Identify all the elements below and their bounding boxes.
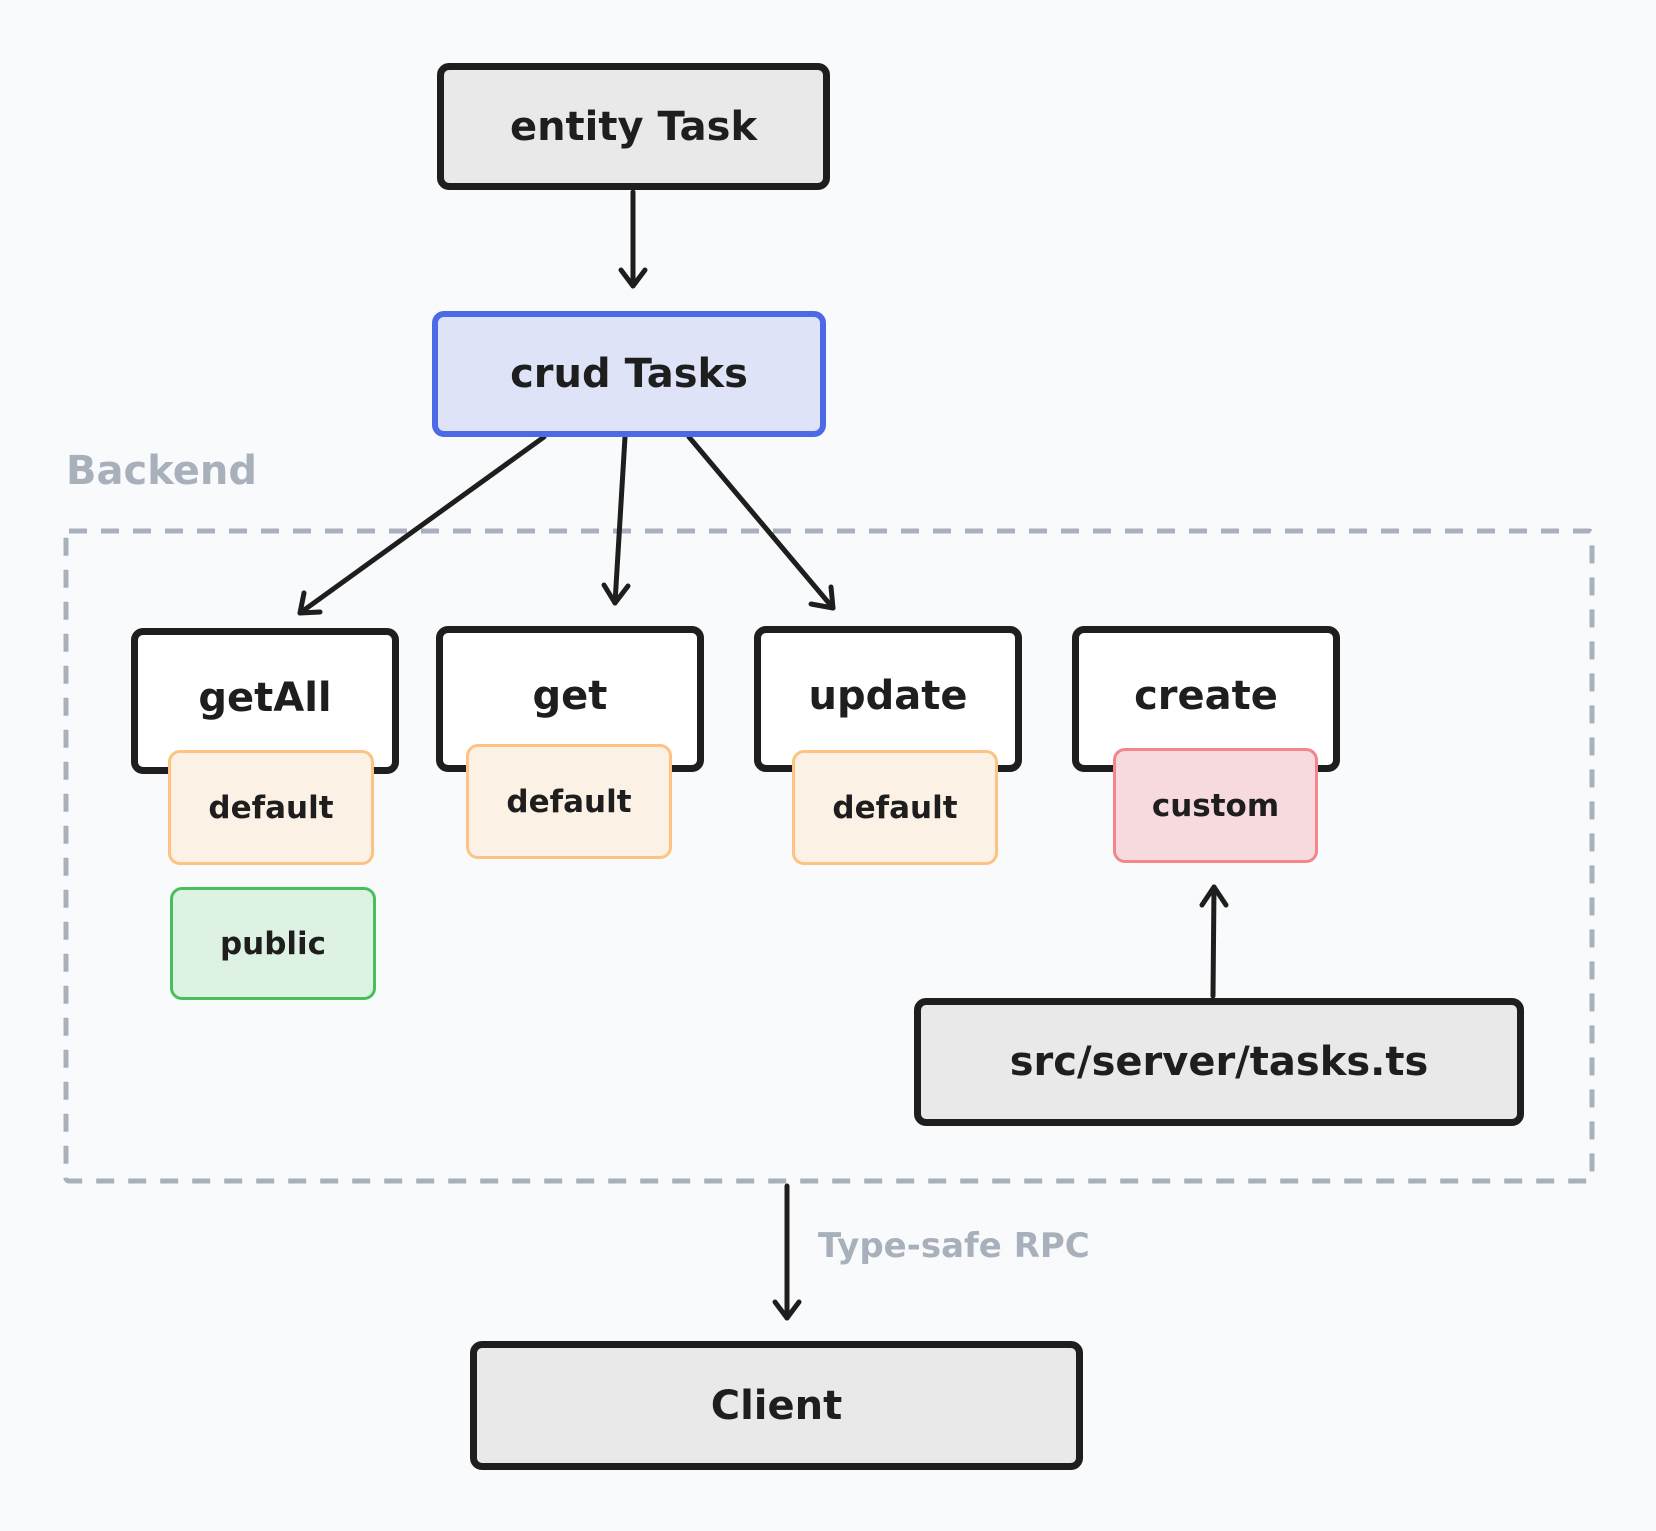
update-default-label: default bbox=[832, 789, 958, 826]
get-default-label: default bbox=[506, 783, 632, 820]
arrow-server-to-custom bbox=[1210, 884, 1217, 999]
create-custom-tag: custom bbox=[1113, 748, 1318, 863]
crud-tasks-node: crud Tasks bbox=[432, 311, 826, 437]
server-file-node: src/server/tasks.ts bbox=[914, 998, 1524, 1126]
entity-task-label: entity Task bbox=[509, 103, 758, 150]
getall-default-label: default bbox=[208, 789, 334, 826]
update-default-tag: default bbox=[792, 750, 998, 865]
arrow-crud-to-getall-head bbox=[297, 590, 323, 616]
client-label: Client bbox=[710, 1382, 843, 1429]
arrow-crud-to-update-head bbox=[808, 584, 836, 611]
arrow-crud-to-get bbox=[612, 434, 628, 606]
crud-tasks-label: crud Tasks bbox=[510, 351, 748, 397]
server-file-label: src/server/tasks.ts bbox=[1009, 1039, 1429, 1085]
entity-task-node: entity Task bbox=[437, 63, 830, 190]
arrow-server-to-custom-head bbox=[1199, 884, 1229, 908]
getall-node: getAll bbox=[131, 628, 399, 774]
update-label: update bbox=[808, 673, 968, 719]
arrow-entity-to-crud-head bbox=[618, 267, 648, 289]
arrow-crud-to-get-head bbox=[601, 582, 631, 606]
client-node: Client bbox=[470, 1341, 1083, 1470]
arrow-crud-to-update bbox=[686, 434, 836, 611]
create-label: create bbox=[1134, 673, 1278, 719]
arrow-crud-to-getall bbox=[297, 434, 547, 616]
rpc-label: Type-safe RPC bbox=[818, 1226, 1090, 1266]
getall-public-label: public bbox=[219, 925, 327, 962]
get-label: get bbox=[532, 673, 608, 719]
create-custom-label: custom bbox=[1151, 787, 1280, 824]
arrow-backend-to-client-head bbox=[772, 1299, 802, 1321]
getall-label: getAll bbox=[198, 675, 332, 721]
get-default-tag: default bbox=[466, 744, 672, 859]
getall-default-tag: default bbox=[168, 750, 374, 865]
getall-public-tag: public bbox=[170, 887, 376, 1000]
backend-label: Backend bbox=[66, 448, 257, 494]
